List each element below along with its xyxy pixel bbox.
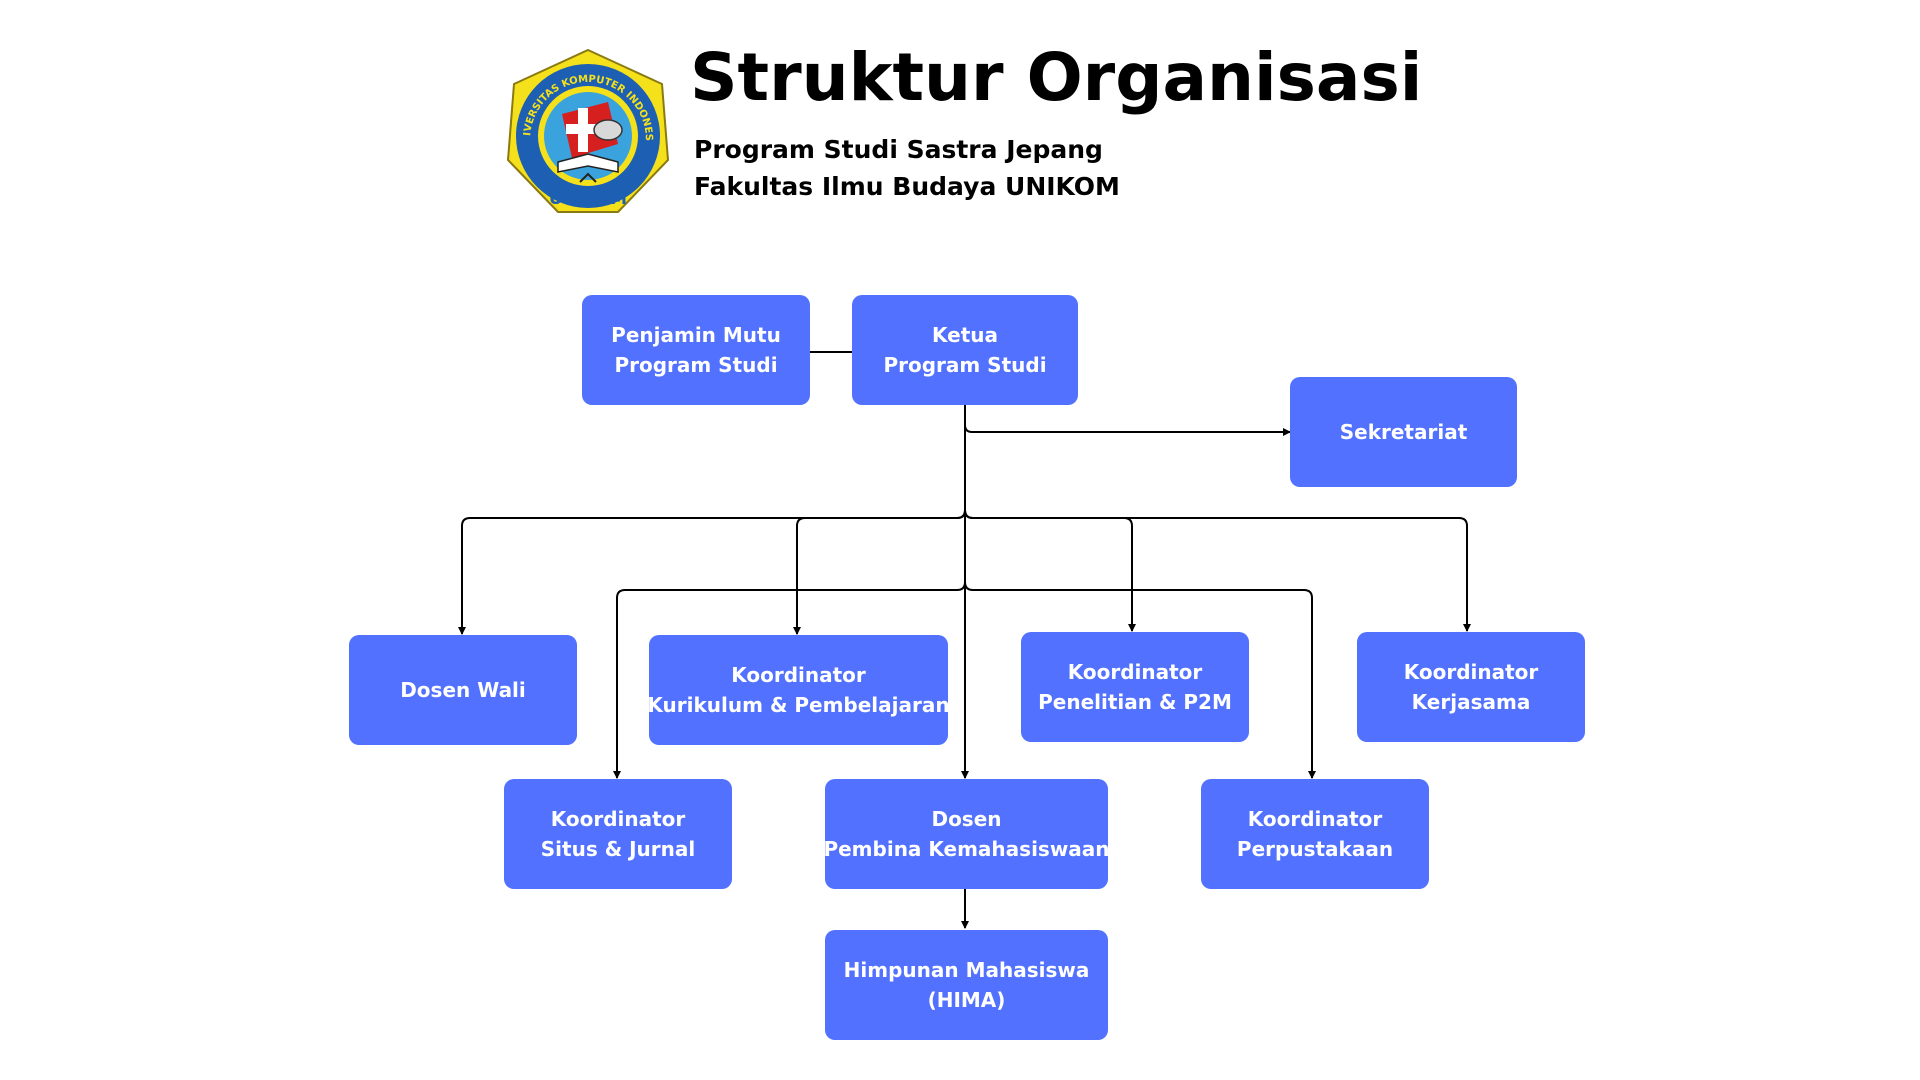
node-koor-situs-line1: Koordinator <box>550 807 686 831</box>
node-ketua[interactable]: Ketua Program Studi <box>852 295 1078 405</box>
connector-koor-kurikulum <box>793 509 966 635</box>
node-koor-penelitian-line1: Koordinator <box>1067 660 1203 684</box>
page-subtitle-program: Program Studi Sastra Jepang <box>694 135 1103 164</box>
node-hima-line2: (HIMA) <box>927 988 1006 1012</box>
node-hima-line1: Himpunan Mahasiswa <box>843 958 1090 982</box>
node-koor-situs-line2: Situs & Jurnal <box>540 837 696 861</box>
node-penjamin-mutu-line1: Penjamin Mutu <box>611 323 781 347</box>
node-koor-penelitian[interactable]: Koordinator Penelitian & P2M <box>1021 632 1249 742</box>
connector-koor-kerjasama <box>964 509 1471 632</box>
node-koor-penelitian-line2: Penelitian & P2M <box>1038 690 1232 714</box>
page-subtitle-faculty: Fakultas Ilmu Budaya UNIKOM <box>694 172 1120 201</box>
node-penjamin-mutu[interactable]: Penjamin Mutu Program Studi <box>582 295 810 405</box>
node-koor-perpustakaan[interactable]: Koordinator Perpustakaan <box>1201 779 1429 889</box>
node-koor-kurikulum-line2: Kurikulum & Pembelajaran <box>647 693 950 717</box>
connector-koor-situs <box>613 581 966 779</box>
node-dosen-pembina[interactable]: Dosen Pembina Kemahasiswaan <box>823 779 1110 889</box>
node-sekretariat-line1: Sekretariat <box>1339 420 1468 444</box>
node-dosen-wali-line1: Dosen Wali <box>400 678 526 702</box>
unikom-logo: UNIVERSITAS KOMPUTER INDONESIA UNIKOM <box>500 44 670 213</box>
node-koor-kurikulum-line1: Koordinator <box>731 663 866 687</box>
node-ketua-line1: Ketua <box>931 323 998 347</box>
node-dosen-pembina-line2: Pembina Kemahasiswaan <box>823 837 1110 861</box>
node-sekretariat[interactable]: Sekretariat <box>1290 377 1517 487</box>
node-dosen-wali[interactable]: Dosen Wali <box>349 635 577 745</box>
page-title: Struktur Organisasi <box>690 39 1423 116</box>
logo-bottom-text: UNIKOM <box>549 189 627 209</box>
node-koor-perpustakaan-line2: Perpustakaan <box>1236 837 1394 861</box>
connector-ketua-sekretariat <box>964 405 1291 436</box>
node-koor-situs[interactable]: Koordinator Situs & Jurnal <box>504 779 732 889</box>
node-koor-kerjasama[interactable]: Koordinator Kerjasama <box>1357 632 1585 742</box>
node-koor-kurikulum[interactable]: Koordinator Kurikulum & Pembelajaran <box>647 635 950 745</box>
node-koor-perpustakaan-line1: Koordinator <box>1247 807 1383 831</box>
connector-koor-penelitian <box>964 509 1136 632</box>
connector-dosen-wali <box>458 509 966 635</box>
node-koor-kerjasama-line1: Koordinator <box>1403 660 1539 684</box>
node-penjamin-mutu-line2: Program Studi <box>614 353 778 377</box>
node-koor-kerjasama-line2: Kerjasama <box>1411 690 1531 714</box>
node-dosen-pembina-line1: Dosen <box>931 807 1002 831</box>
node-ketua-line2: Program Studi <box>883 353 1047 377</box>
node-hima[interactable]: Himpunan Mahasiswa (HIMA) <box>825 930 1108 1040</box>
connector-koor-perpustakaan <box>964 581 1316 779</box>
